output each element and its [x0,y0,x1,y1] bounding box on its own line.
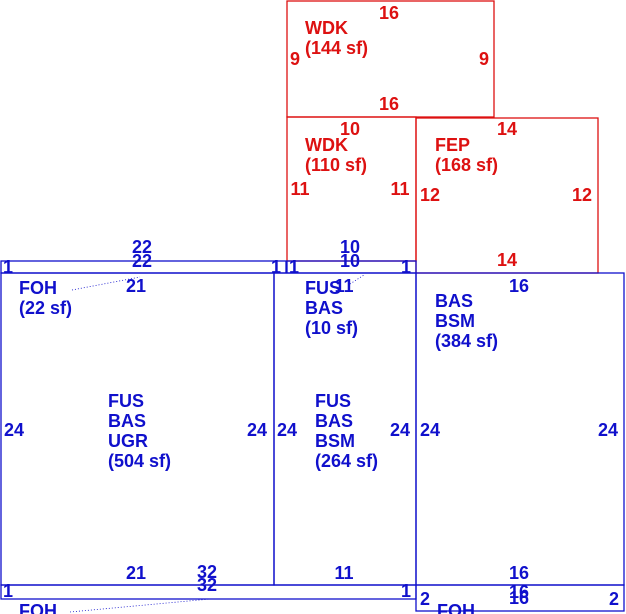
foh-top-sf: (22 sf) [19,298,72,318]
dim-strip-left-end-l: 1 [3,257,13,277]
dim-strip-left-top: 22 [132,237,152,257]
wdk-mid-sf: (110 sf) [305,155,367,175]
dim-right-strip-end-l: 2 [420,589,430,609]
blue-outlines [0,260,625,613]
dim-strip-mid-end-r: 1 [401,257,411,277]
blue-area-labels: FOH (22 sf) FUS BAS (10 sf) BAS BSM (384… [19,278,498,614]
dim-fep-left: 12 [420,185,440,205]
dim-bsm-bottom: 11 [334,563,353,583]
foh-leader-bottom [69,598,211,613]
fus-bsm-sf: (264 sf) [315,451,378,471]
dim-wdk-mid-top: 10 [340,119,360,139]
wdk-mid-name: WDK [305,135,348,155]
fus-ugr-name: FUS [108,391,144,411]
dim-strip-left-end-r: 1 [271,257,281,277]
dim-right-strip-end-r: 2 [609,589,619,609]
dim-fep-bottom: 14 [497,250,517,270]
fus-ugr-ugr: UGR [108,431,148,451]
fus-bsm-bas: BAS [315,411,353,431]
fep-name: FEP [435,135,470,155]
wdk-top-sf: (144 sf) [305,38,368,58]
dim-strip-left-bottom: 22 [132,251,152,271]
fus-small-name: FUS [305,278,341,298]
dim-strip-mid-bottom: 10 [340,251,360,271]
dim-ugr-top: 21 [126,276,146,296]
fep-sf: (168 sf) [435,155,498,175]
dim-right-strip-bottom: 16 [509,588,529,608]
dim-wdk-mid-right: 11 [390,179,409,199]
dim-strip-mid-end-l: 1 [289,257,299,277]
dim-wdk-top-top: 16 [379,3,399,23]
fus-ugr-bas: BAS [108,411,146,431]
dim-wdk-top-left: 9 [290,49,300,69]
red-dimension-labels: 16 16 9 9 10 11 11 14 12 12 14 [290,3,592,270]
fus-bsm-name: FUS [315,391,351,411]
foh-bottom-name: FOH [19,601,57,614]
dim-wdk-top-right: 9 [479,49,489,69]
dim-bsm-right: 24 [390,420,410,440]
dim-fep-top: 14 [497,119,517,139]
fus-small-bas: BAS [305,298,343,318]
dim-bottom-strip-end-r: 1 [401,581,411,601]
dim-right-bottom: 16 [509,563,529,583]
fus-bsm-bsm: BSM [315,431,355,451]
dim-wdk-top-bottom: 16 [379,94,399,114]
red-area-labels: WDK (144 sf) WDK (110 sf) FEP (168 sf) [305,18,498,175]
foh-bottom-right-name: FOH [437,601,475,614]
dim-bsm-left: 24 [277,420,297,440]
dim-right-top: 16 [509,276,529,296]
blue-dimension-labels: 22 22 1 1 10 10 1 1 11 21 21 24 24 24 24… [3,237,619,609]
fus-ugr-sf: (504 sf) [108,451,171,471]
fus-small-sf: (10 sf) [305,318,358,338]
dim-bottom-strip-bottom: 32 [197,575,217,595]
dim-bottom-strip-top: 32 [197,562,217,582]
dim-strip-mid-top: 10 [340,237,360,257]
foh-top-name: FOH [19,278,57,298]
dim-wdk-mid-left: 11 [290,179,309,199]
right-strip-outline [415,584,625,612]
dim-fep-right: 12 [572,185,592,205]
dim-bottom-strip-end-l: 1 [3,581,13,601]
dim-ugr-bottom: 21 [126,563,146,583]
bas-right-name: BAS [435,291,473,311]
bas-right-sf: (384 sf) [435,331,498,351]
bas-right-bsm: BSM [435,311,475,331]
dim-right-strip-top: 16 [509,582,529,602]
dim-fus-small: 11 [334,276,353,296]
dim-ugr-right: 24 [247,420,267,440]
foh-leader-top [71,276,141,291]
wdk-top-name: WDK [305,18,348,38]
dim-right-left: 24 [420,420,440,440]
dim-right-right: 24 [598,420,618,440]
dim-ugr-left: 24 [4,420,24,440]
